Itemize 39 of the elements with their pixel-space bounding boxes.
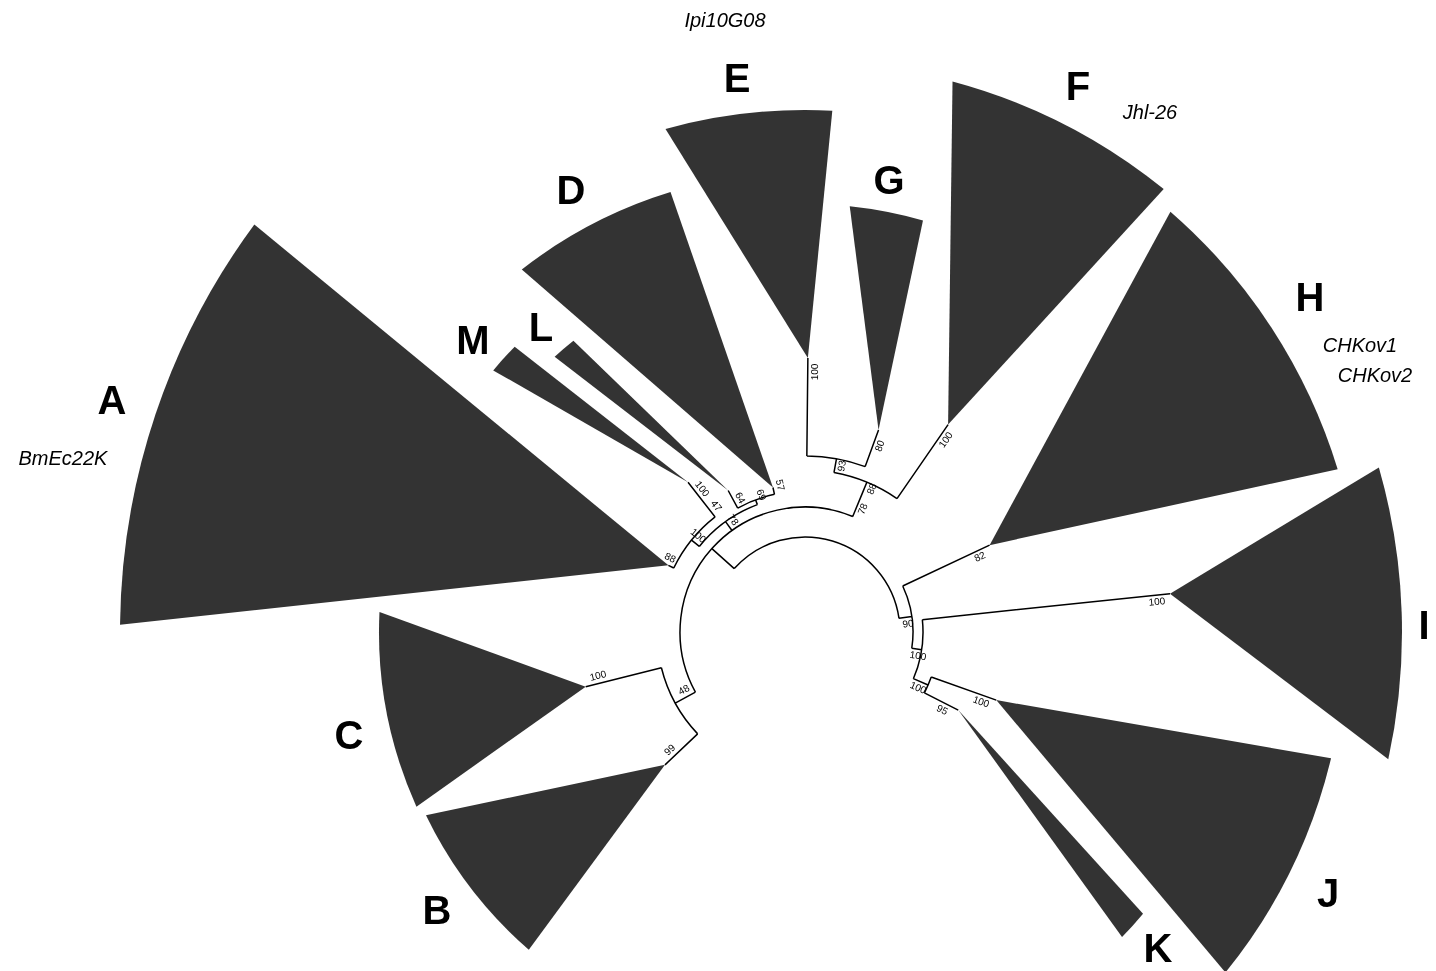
bootstrap-value: 100 <box>588 669 607 684</box>
clade-letter: C <box>334 715 364 755</box>
bootstrap-value: 64 <box>733 490 748 506</box>
bootstrap-value: 47 <box>708 499 724 514</box>
clade-letter: A <box>97 380 127 420</box>
clade-letter: M <box>456 320 490 360</box>
bootstrap-value: 100 <box>909 650 928 663</box>
bootstrap-value: 82 <box>972 550 987 565</box>
bootstrap-value: 100 <box>693 479 712 499</box>
bootstrap-value: 100 <box>688 526 708 546</box>
strain-name: CHKov2 <box>1337 365 1413 385</box>
clade-letter: D <box>556 170 586 210</box>
clade-letter: G <box>873 160 905 200</box>
bootstrap-value: 100 <box>908 680 928 697</box>
strain-name: Jhl-26 <box>1122 102 1178 122</box>
bootstrap-value: 100 <box>971 694 991 710</box>
bootstrap-value: 93 <box>836 459 849 473</box>
clade-letter: I <box>1418 605 1430 645</box>
bootstrap-value: 78 <box>856 502 871 517</box>
strain-name: Ipi10G08 <box>684 10 766 30</box>
bootstrap-value: 80 <box>873 438 887 453</box>
clade-letter: F <box>1065 66 1091 106</box>
bootstrap-value: 95 <box>935 702 950 717</box>
bootstrap-value: 78 <box>725 512 741 528</box>
clade-letter: B <box>422 890 452 930</box>
bootstrap-value: 100 <box>937 430 955 450</box>
strain-name: BmEc22K <box>18 448 108 468</box>
strain-name: CHKov1 <box>1322 335 1398 355</box>
clade-letter: J <box>1316 873 1340 913</box>
bootstrap-value: 100 <box>809 363 820 381</box>
clade-letter: K <box>1143 928 1173 968</box>
bootstrap-value: 48 <box>677 683 692 698</box>
clade-letter: L <box>528 307 554 347</box>
clade-letter: H <box>1295 277 1325 317</box>
bootstrap-value: 100 <box>1147 596 1166 608</box>
bootstrap-value: 99 <box>662 742 678 758</box>
bootstrap-value: 88 <box>662 551 677 566</box>
clade-letter: E <box>723 58 751 98</box>
bootstrap-value: 57 <box>773 478 786 492</box>
